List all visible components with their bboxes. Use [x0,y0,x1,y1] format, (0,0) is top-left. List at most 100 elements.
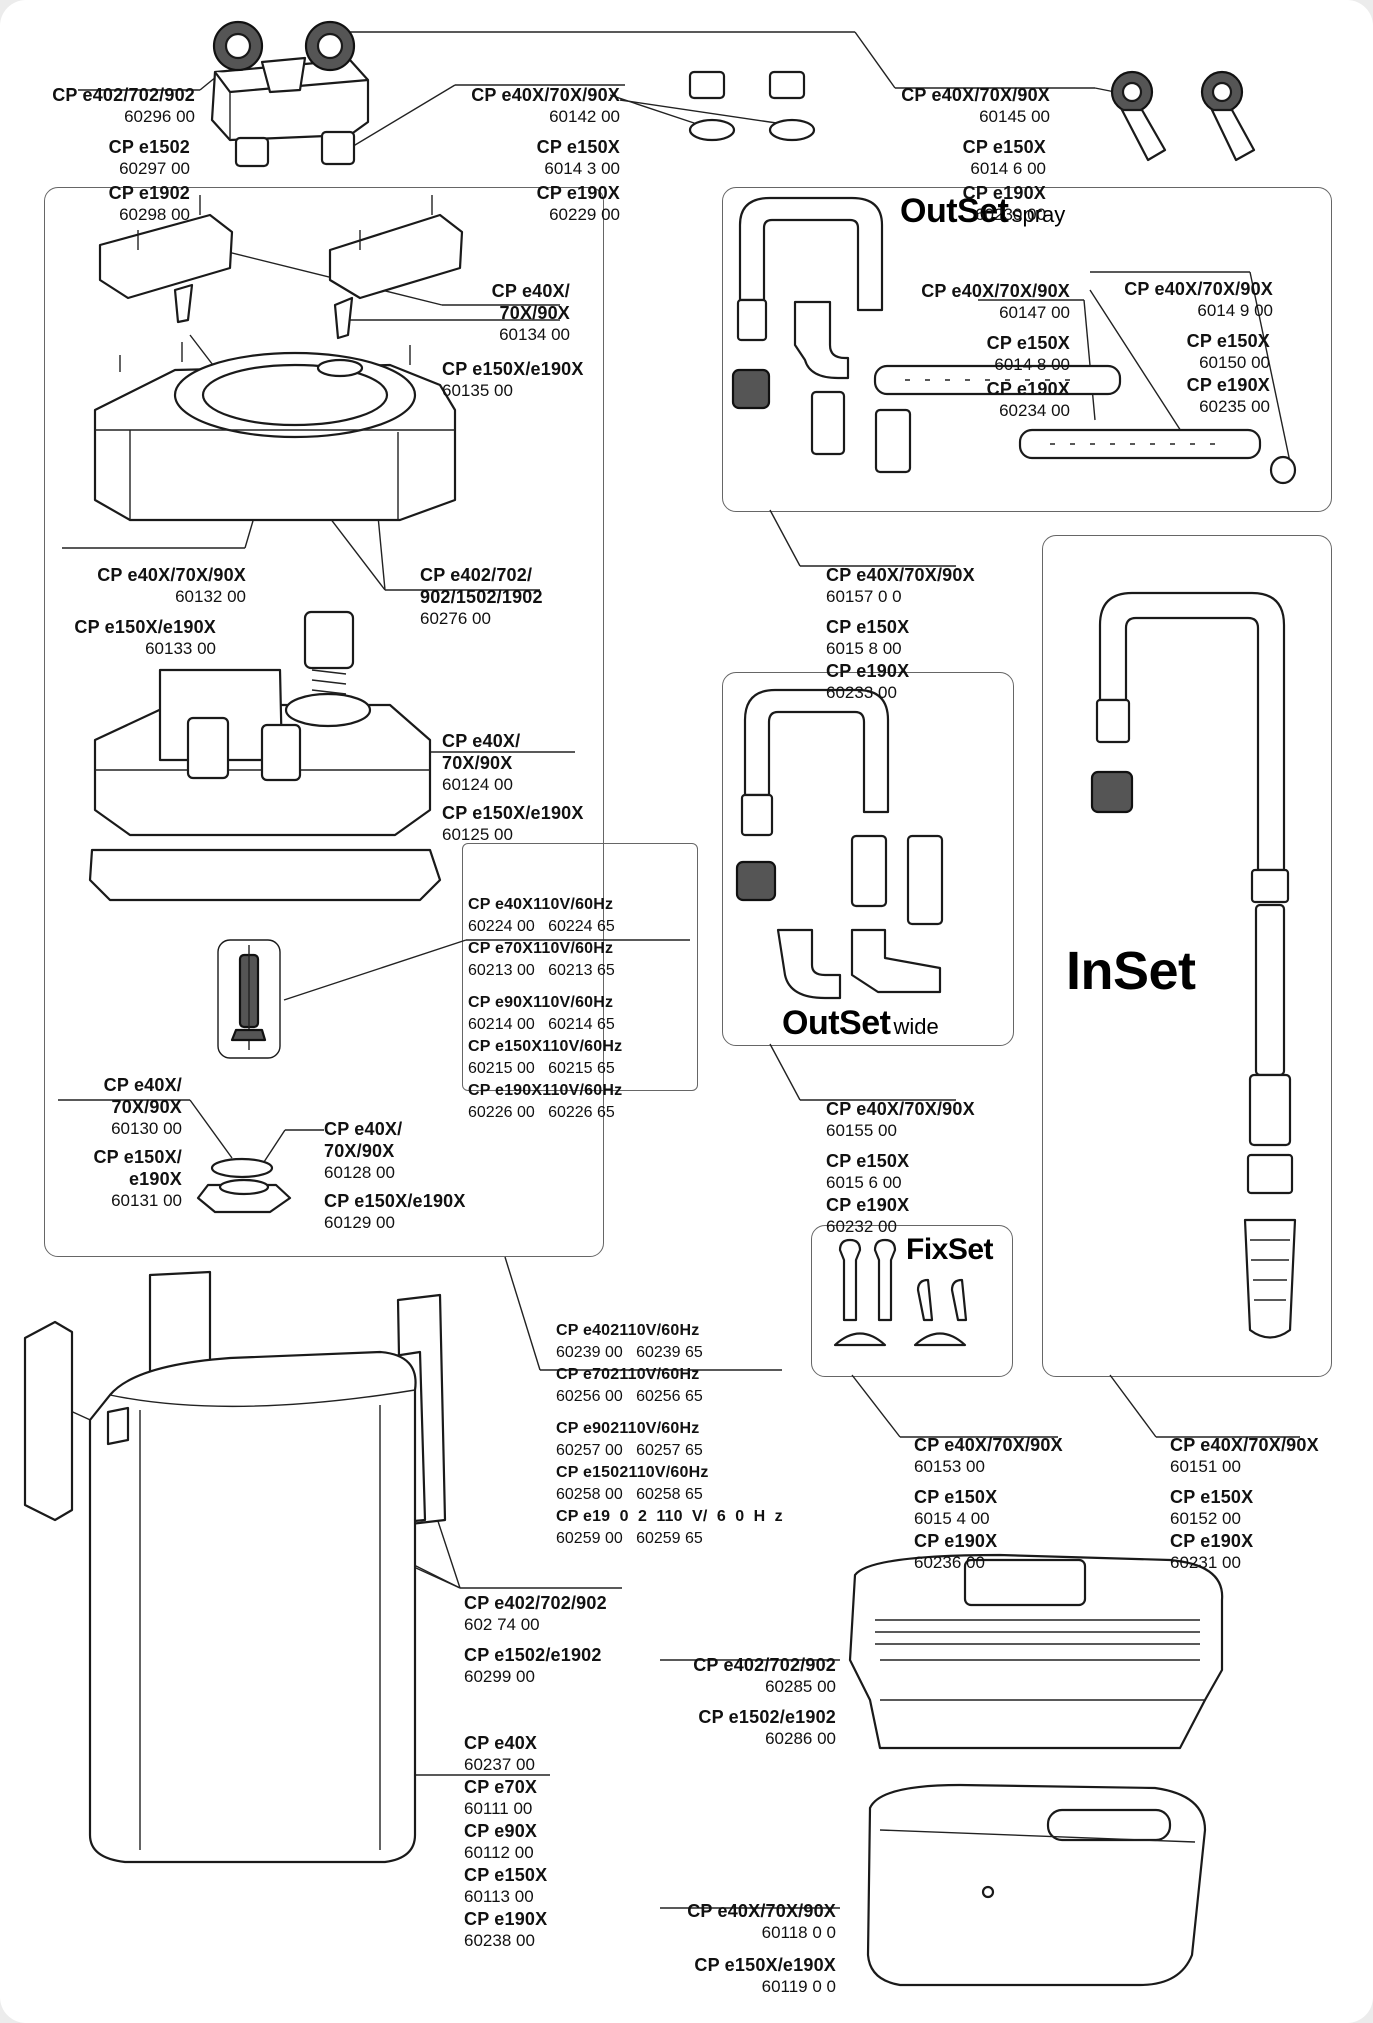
canister-option: CP e150X 60113 00 [464,1820,547,1952]
code: 60235 00 [1199,397,1270,416]
model: CP e1502110V/60Hz [556,1464,709,1481]
fixset-panel [811,1225,1013,1377]
impeller-list-box [462,843,698,1091]
model: CP e150X [464,1865,548,1885]
code: 60113 00 [464,1887,534,1906]
model: CP e40X/ 70X/90X [103,1075,182,1117]
lid-drawing [93,195,464,522]
label-spray-set-a: CP e40X/70X/90X 60157 0 0 [826,520,975,630]
model: CP e70X110V/60Hz [468,940,614,957]
fixset-title: FixSet [906,1233,994,1267]
model: CP e40X/70X/90X [687,1901,836,1921]
code: 60132 00 [175,587,246,606]
code: 60150 00 [1199,353,1270,372]
code: 60151 00 [1170,1457,1241,1476]
inset-name: InSet [1066,941,1196,1001]
label-basket-top-a: CP e402/702/902 60285 00 [640,1610,836,1720]
impeller-option: CP e190X110V/60Hz 60226 00 60226 65 [468,1036,622,1168]
code: 6014 6 00 [970,159,1046,178]
code: 60236 00 [914,1553,985,1572]
impeller-drawing [217,939,281,1059]
model: CP e40X/70X/90X [921,281,1070,301]
codes: 60259 00 60259 65 [556,1530,703,1547]
code: 6015 4 00 [914,1509,990,1528]
inset-title: InSet [1066,940,1196,1002]
code: 60130 00 [111,1119,182,1138]
code: 60147 00 [999,303,1070,322]
label-wide-c: CP e190X 60232 00 [826,1150,909,1260]
model: CP e190X [914,1531,998,1551]
model: CP e40X/ 70X/90X [442,731,521,773]
code: 60124 00 [442,775,513,794]
code: 6015 8 00 [826,639,902,658]
codes: 60256 00 60256 65 [556,1388,703,1405]
outset-spray-suffix: spray [1011,202,1066,227]
label-pump-a: CP e40X/ 70X/90X 60124 00 [442,686,520,818]
code: 60111 00 [464,1799,533,1818]
code: 60153 00 [914,1457,985,1476]
model: CP e402/702/902 [693,1655,836,1675]
label-imp-cover-a: CP e40X/ 70X/90X 60130 00 [60,1030,182,1162]
basket-drawing [866,1783,1207,1987]
codes: 60224 00 60224 65 [468,918,615,935]
model: CP e150X [1186,331,1270,351]
codes: 60226 00 60226 65 [468,1104,615,1121]
model: CP e190X [1186,375,1270,395]
code: 60152 00 [1170,1509,1241,1528]
model: CP e150X110V/60Hz [468,1038,623,1055]
code: 60232 00 [826,1217,897,1236]
model: CP e40X/70X/90X [826,565,975,585]
code: 60157 0 0 [826,587,902,606]
model: CP e150X/e190X [324,1191,466,1211]
code: 60135 00 [442,381,513,400]
valve-head-drawing [210,20,370,168]
model: CP e190X [826,661,910,681]
model: CP e40X [464,1733,538,1753]
oring-drawing [688,70,816,142]
model: CP e190X [536,183,620,203]
codes: 60239 00 60239 65 [556,1344,703,1361]
outset-spray-panel [722,187,1332,512]
code: 6014 9 00 [1197,301,1273,320]
code: 60131 00 [111,1191,182,1210]
code: 60119 0 0 [761,1977,836,1996]
code: 602 74 00 [464,1615,540,1634]
code: 60286 00 [765,1729,836,1748]
codes: 60258 00 60258 65 [556,1486,703,1503]
codes: 60257 00 60257 65 [556,1442,703,1459]
model: CP e40X/70X/90X [1124,279,1273,299]
model: CP e1502 [108,137,190,157]
label-spray-a: CP e40X/70X/90X 60147 00 [880,236,1070,346]
model: CP e190X110V/60Hz [468,1082,623,1099]
code: 60285 00 [765,1677,836,1696]
model: CP e40X/70X/90X [97,565,246,585]
hose-connector-drawing [1110,70,1256,162]
inset-panel [1042,535,1332,1377]
model: CP e190X [826,1195,910,1215]
model: CP e150X [536,137,620,157]
code: 60234 00 [999,401,1070,420]
model: CP e190X [464,1909,548,1929]
model: CP e150X/e190X [442,359,584,379]
